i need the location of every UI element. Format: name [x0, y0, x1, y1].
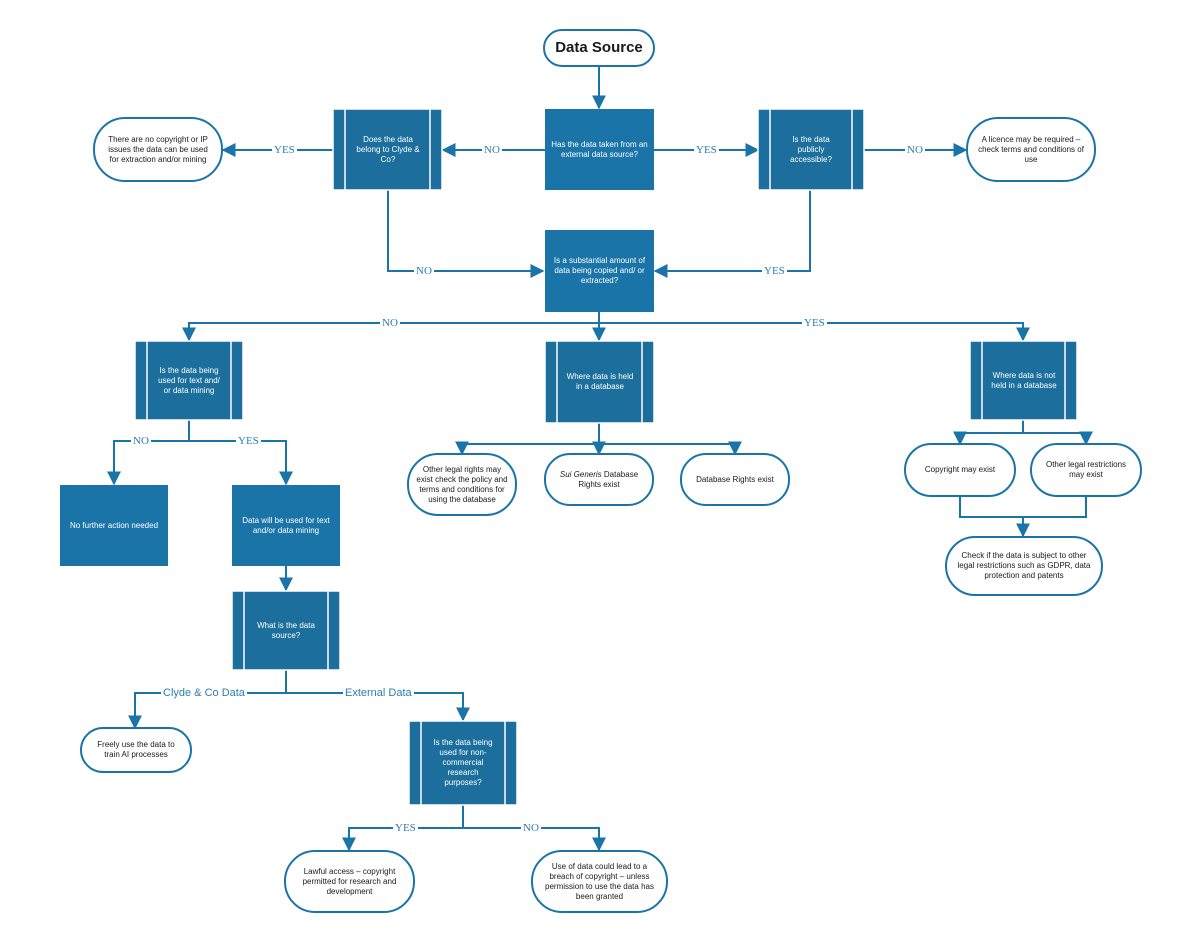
noaction-text: No further action needed: [69, 520, 159, 530]
licence-terminator: [966, 117, 1096, 182]
edge-merge-left: [959, 496, 1087, 518]
start-terminator: [543, 29, 655, 67]
label-yes-public: YES: [694, 144, 719, 156]
substantial-text: Is a substantial amount of data being co…: [553, 256, 646, 285]
substantial-process: [545, 230, 654, 312]
label-yes-lawful: YES: [393, 822, 418, 834]
external-text: Has the data taken from an external data…: [551, 139, 648, 159]
edge-source-freely: [128, 670, 287, 730]
breach-terminator: [531, 850, 668, 913]
notdb-text: Where data is not held in a database: [991, 370, 1057, 390]
noncomm-text: Is the data being used for non-commercia…: [433, 738, 493, 787]
label-no-substantial: NO: [414, 265, 434, 277]
public-predefined: [757, 108, 865, 191]
edge-tdm-noaction: [107, 420, 190, 486]
edge-public-substantial: [653, 190, 811, 278]
copyright-terminator: [904, 443, 1016, 497]
edge-db-otherrights: [455, 441, 599, 456]
edge-substantial-notdb: [599, 322, 1030, 342]
noip-text: There are no copyright or IP issues the …: [108, 134, 208, 164]
edge-substantial-tdm: [182, 322, 599, 342]
tdm-predefined: [134, 340, 244, 421]
willtdm-text: Data will be used for text and/or data m…: [242, 515, 330, 535]
dbrights-terminator: [680, 453, 790, 506]
label-no-tdm: NO: [131, 435, 151, 447]
noaction-process: [60, 485, 168, 566]
source-predefined: [231, 590, 341, 671]
otherrights-terminator: [407, 453, 517, 516]
start-label: Data Source: [555, 38, 643, 56]
noip-terminator: [93, 117, 223, 182]
label-clyde-data: Clyde & Co Data: [161, 687, 247, 699]
label-yes-tdm: YES: [236, 435, 261, 447]
label-external-data: External Data: [343, 687, 414, 699]
tdm-text: Is the data being used for text and/ or …: [158, 365, 220, 395]
lawful-terminator: [284, 850, 415, 913]
otherrights-text: Other legal rights may exist check the p…: [416, 464, 508, 504]
edge-noncomm-breach: [463, 827, 606, 852]
edge-notdb-other: [1023, 431, 1093, 446]
check-text: Check if the data is subject to other le…: [957, 551, 1091, 580]
noncomm-predefined: [408, 720, 518, 806]
freely-text: Freely use the data to train AI processe…: [97, 740, 175, 759]
source-text: What is the data source?: [257, 620, 315, 640]
label-no-licence: NO: [905, 144, 925, 156]
edge-belong-substantial: [387, 190, 545, 278]
suigeneris-text: Sui Generis Database Rights exist: [559, 469, 639, 489]
otherrestrictions-terminator: [1030, 443, 1142, 497]
suigeneris-terminator: [544, 453, 654, 506]
freely-terminator: [80, 727, 192, 773]
label-no-split: NO: [380, 317, 400, 329]
licence-text: A licence may be required – check terms …: [978, 134, 1084, 164]
check-terminator: [945, 536, 1103, 596]
dbrights-text: Database Rights exist: [696, 474, 774, 484]
label-no-belong: NO: [482, 144, 502, 156]
db-text: Where data is held in a database: [566, 372, 634, 391]
label-yes-noip: YES: [272, 144, 297, 156]
copyright-text: Copyright may exist: [924, 465, 996, 474]
belong-text: Does the data belong to Clyde & Co?: [356, 134, 420, 164]
otherrestrictions-text: Other legal restrictions may exist: [1045, 460, 1127, 479]
public-text: Is the data publicly accessible?: [790, 134, 832, 164]
edge-tdm-willtdm: [189, 440, 293, 486]
breach-text: Use of data could lead to a breach of co…: [545, 861, 654, 901]
willtdm-process: [232, 485, 340, 566]
edge-notdb-copyright: [953, 420, 1024, 446]
edge-db-dbrights: [599, 441, 742, 456]
label-yes-split: YES: [802, 317, 827, 329]
db-predefined: [544, 340, 655, 424]
notdb-predefined: [969, 340, 1078, 421]
label-no-breach: NO: [521, 822, 541, 834]
lawful-text: Lawful access – copyright permitted for …: [302, 866, 397, 896]
external-process: [545, 109, 654, 190]
belong-predefined: [332, 108, 443, 191]
label-yes-substantial: YES: [762, 265, 787, 277]
